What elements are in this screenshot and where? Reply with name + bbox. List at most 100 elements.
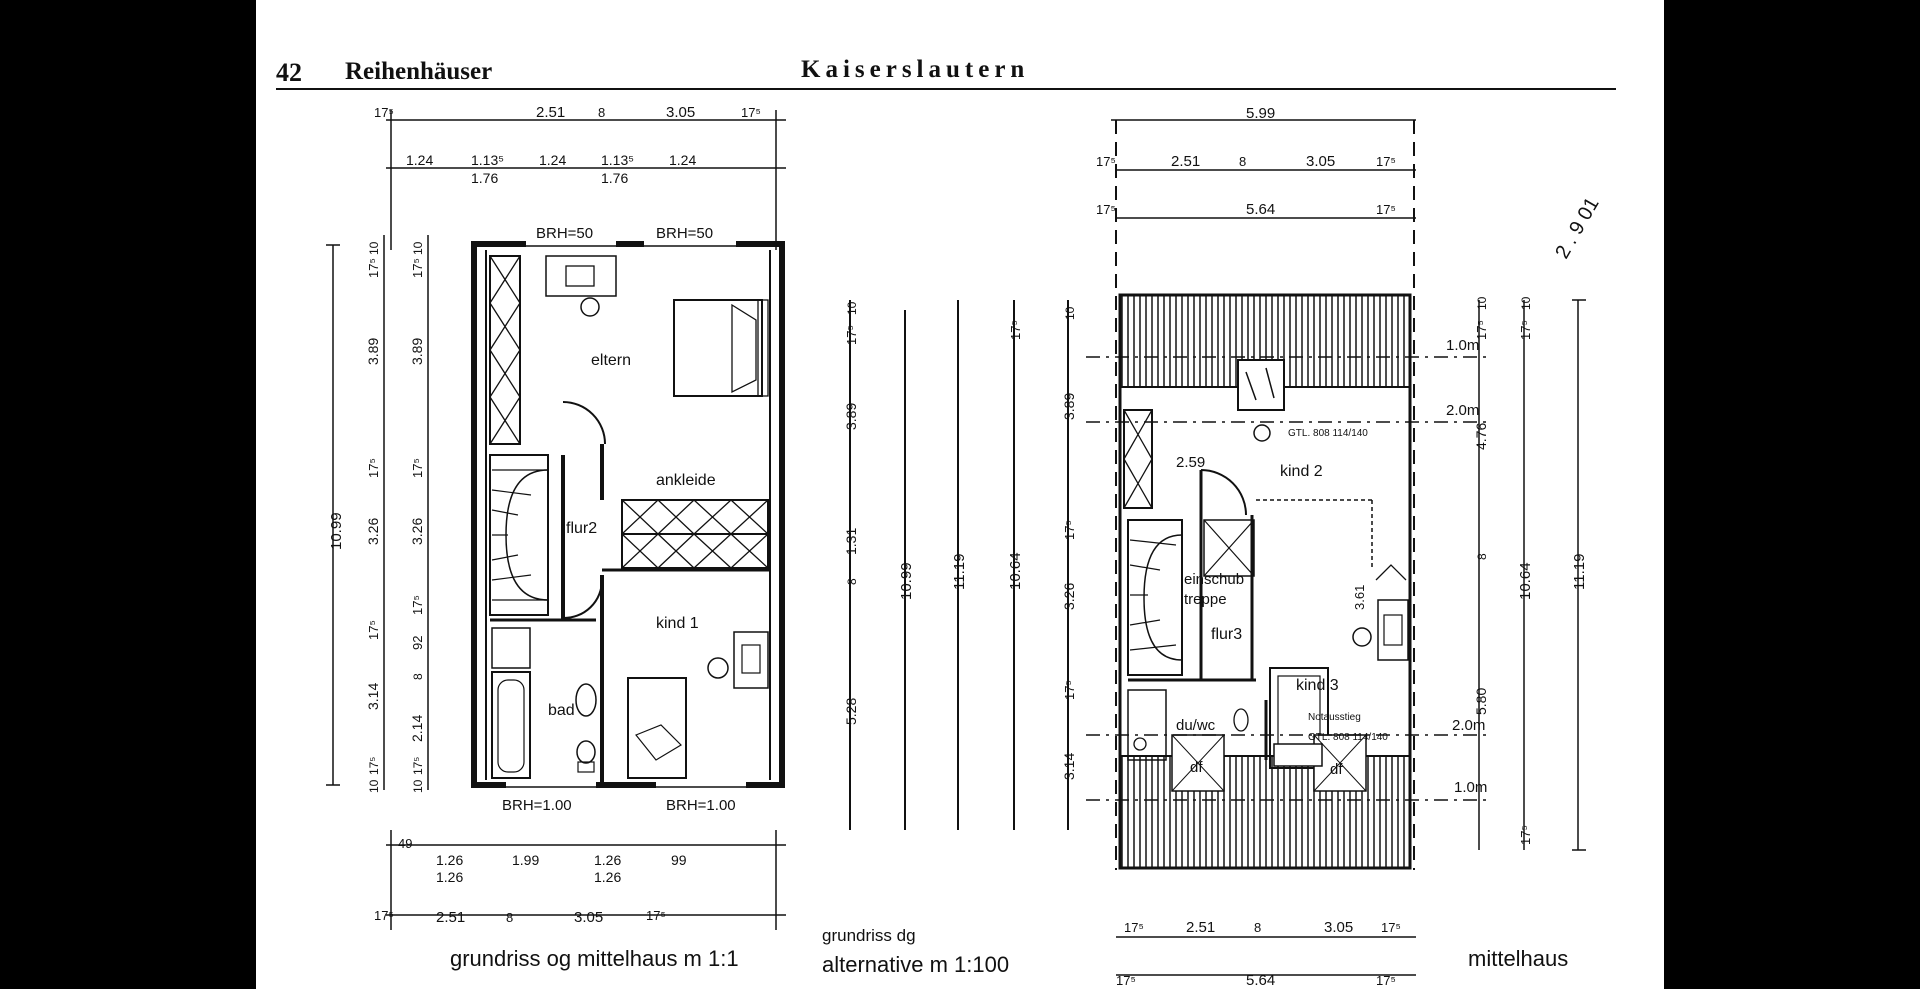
dim-rv-6: 10 xyxy=(1519,296,1533,310)
dim-rv-4: 5.80 xyxy=(1473,688,1489,715)
dim-rv-9: 11.19 xyxy=(1571,554,1588,590)
dim-m-1: 10 xyxy=(845,301,859,315)
dim-rv-3: 8 xyxy=(1475,553,1489,560)
caption-middle-1: grundriss dg xyxy=(822,926,916,945)
brh-top-1: BRH=50 xyxy=(536,225,593,242)
dim-rt-2b: 5.64 xyxy=(1246,201,1275,218)
dim-lv-a8: 17⁵ xyxy=(367,757,381,775)
dim-lv-b1: 10 xyxy=(411,241,425,255)
window-label-2: Notausstieg xyxy=(1308,712,1361,723)
room-treppe: treppe xyxy=(1184,591,1227,608)
room-duwc: du/wc xyxy=(1176,717,1216,734)
dim-rt-1e: 17⁵ xyxy=(1376,154,1396,169)
dim-m-5: 5.28 xyxy=(843,698,859,725)
dim-lt-1b: 2.51 xyxy=(536,104,565,121)
window-label-3: GTL. 808 114/140 xyxy=(1308,732,1388,743)
dim-lv-total: 10.99 xyxy=(328,512,345,550)
dim-lv-a5: 17⁵ xyxy=(366,620,381,640)
window-label-1: GTL. 808 114/140 xyxy=(1288,428,1368,439)
dim-lb-2a: 1.26 xyxy=(436,869,463,885)
dim-m-2: 3.89 xyxy=(843,403,859,430)
room-einschub: einschub xyxy=(1184,571,1244,588)
header-rule xyxy=(276,88,1551,90)
dim-lv-b10: 17⁵ xyxy=(411,757,425,775)
room-kind1: kind 1 xyxy=(656,615,699,632)
dim-m-8: 10.64 xyxy=(1007,552,1024,590)
dim-lv-a3: 17⁵ xyxy=(366,458,381,478)
dim-m-15: 3.14 xyxy=(1061,753,1077,780)
dim-rt-1a: 17⁵ xyxy=(1096,154,1116,169)
dim-rt-2a: 17⁵ xyxy=(1096,202,1116,217)
dim-rb-1c: 8 xyxy=(1254,920,1261,935)
room-df1: df xyxy=(1190,759,1203,776)
dim-m-10: 10 xyxy=(1063,306,1077,320)
section-title: Reihenhäuser xyxy=(345,58,493,85)
dim-lb-1b: 1.26 xyxy=(436,852,463,868)
dim-lv-a0: 17⁵ xyxy=(366,258,381,278)
city-title: Kaiserslautern xyxy=(801,56,1030,83)
dim-rv-7: 10.64 xyxy=(1517,562,1534,600)
level-1: 1.0m xyxy=(1446,337,1479,354)
dim-m-6: 10.99 xyxy=(898,562,915,600)
caption-middle-2: alternative m 1:100 xyxy=(822,952,1010,977)
dim-rb-1d: 3.05 xyxy=(1324,919,1353,936)
dim-m-9: 17⁵ xyxy=(1008,320,1023,340)
room-flur3: flur3 xyxy=(1211,626,1242,643)
dim-lt-2d: 1.13⁵ xyxy=(601,152,634,168)
dim-rv-8: 17⁵ xyxy=(1518,825,1533,845)
room-kind2: kind 2 xyxy=(1280,463,1323,480)
dim-lt-2b: 1.13⁵ xyxy=(471,152,504,168)
dim-lt-1d: 3.05 xyxy=(666,104,695,121)
dim-lt-1a: 17⁵ xyxy=(374,105,394,120)
dim-rb-1b: 2.51 xyxy=(1186,919,1215,936)
left-floor-plan xyxy=(471,240,785,789)
caption-right: mittelhaus xyxy=(1468,946,1569,971)
dim-lb-1c: 1.99 xyxy=(512,852,539,868)
level-4: 1.0m xyxy=(1454,779,1487,796)
dim-rt-1c: 8 xyxy=(1239,154,1246,169)
dim-m-7: 11.19 xyxy=(951,554,968,590)
left-plan-dimensions xyxy=(326,110,786,930)
right-plan-dimensions xyxy=(1111,119,1586,976)
dim-rt-0: 5.99 xyxy=(1246,105,1275,122)
dim-lb-3b: 2.51 xyxy=(436,909,465,926)
dim-lt-2e: 1.24 xyxy=(669,152,696,168)
dim-lv-b3: 17⁵ xyxy=(410,458,425,478)
floor-plans-drawing: eltern ankleide flur2 kind 1 bad BRH=50 … xyxy=(326,104,1604,989)
dim-lv-b5: 17⁵ xyxy=(410,595,425,615)
header-rule-short xyxy=(1546,88,1616,90)
dim-lt-3a: 1.76 xyxy=(471,170,498,186)
dim-m-11: 3.89 xyxy=(1061,393,1077,420)
scanned-page: 42 Reihenhäuser Kaiserslautern xyxy=(256,0,1664,989)
dim-m-14: 17⁵ xyxy=(1062,680,1077,700)
dim-lv-a6: 3.14 xyxy=(365,683,381,710)
dim-361: 3.61 xyxy=(1352,585,1367,610)
dim-lv-a2: 3.89 xyxy=(365,338,381,365)
dim-lv-a1: 10 xyxy=(367,241,381,255)
dim-lb-1d: 1.26 xyxy=(594,852,621,868)
dim-rt-1d: 3.05 xyxy=(1306,153,1335,170)
brh-top-2: BRH=50 xyxy=(656,225,713,242)
level-3: 2.0m xyxy=(1452,717,1485,734)
dim-rv-0: 17⁵ xyxy=(1474,320,1489,340)
dim-lt-1c: 8 xyxy=(598,105,605,120)
dim-lt-2a: 1.24 xyxy=(406,152,433,168)
room-eltern: eltern xyxy=(591,352,631,369)
dim-lv-b6: 92 xyxy=(410,636,425,650)
room-bad: bad xyxy=(548,702,575,719)
brh-bottom-2: BRH=1.00 xyxy=(666,797,736,814)
dim-rv-1: 10 xyxy=(1475,296,1489,310)
dim-lb-3c: 8 xyxy=(506,910,513,925)
dim-rb-1e: 17⁵ xyxy=(1381,920,1401,935)
right-floor-plan xyxy=(1086,120,1486,870)
dim-m-3: 1.31 xyxy=(843,528,859,555)
dim-lv-b7: 8 xyxy=(411,673,425,680)
dim-lv-b4: 3.26 xyxy=(409,518,425,545)
dim-rb-2a: 17⁵ xyxy=(1116,973,1136,988)
dim-lb-2b: 1.26 xyxy=(594,869,621,885)
date-stamp: 2 . 9 01 xyxy=(1551,194,1603,263)
dim-lv-b0: 17⁵ xyxy=(410,258,425,278)
dim-lv-b2: 3.89 xyxy=(409,338,425,365)
dim-lv-a7: 10 xyxy=(367,779,381,793)
room-kind3: kind 3 xyxy=(1296,677,1339,694)
